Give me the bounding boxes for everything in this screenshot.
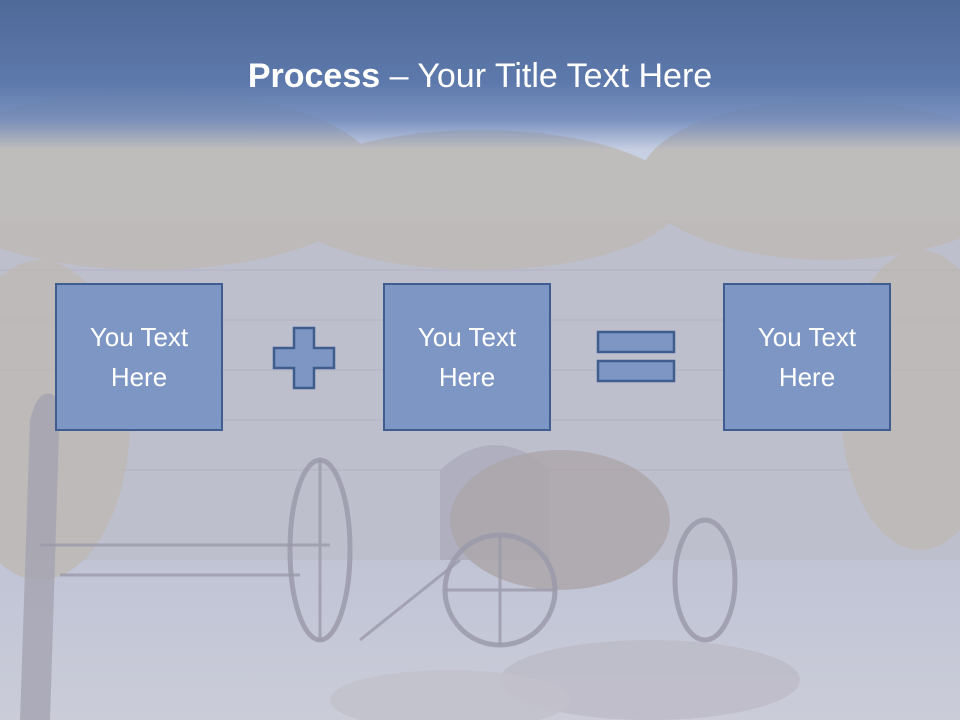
plus-icon <box>272 326 336 390</box>
slide-title: Process – Your Title Text Here <box>0 52 960 100</box>
title-band <box>0 0 960 150</box>
equals-icon <box>596 330 676 383</box>
process-box-2[interactable]: You Text Here <box>383 283 551 431</box>
title-bold: Process <box>247 57 381 95</box>
process-box-3[interactable]: You Text Here <box>723 283 891 431</box>
process-box-1-text: You Text Here <box>89 322 189 392</box>
title-rest: – Your Title Text Here <box>380 57 713 95</box>
process-box-2-text: You Text Here <box>417 322 517 392</box>
process-box-3-text: You Text Here <box>757 322 857 392</box>
process-box-1[interactable]: You Text Here <box>55 283 223 431</box>
